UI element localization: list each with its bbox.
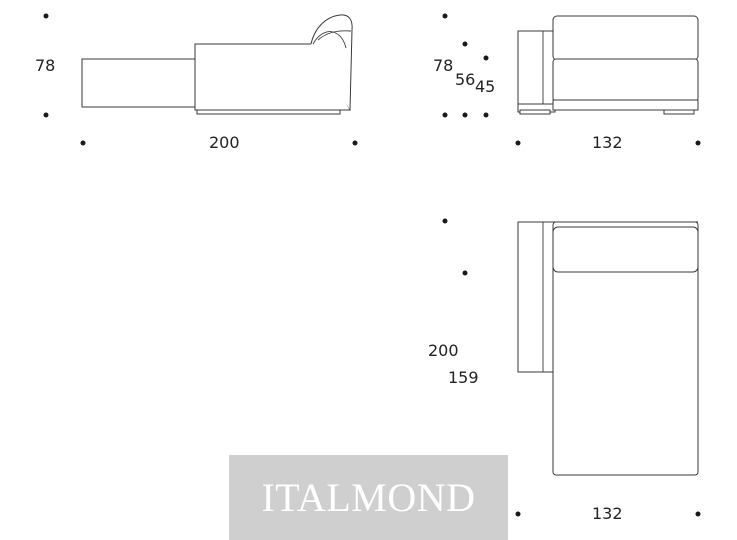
- dimension-dot: [483, 112, 489, 118]
- watermark-text: ITALMOND: [261, 475, 476, 520]
- side-view: 78 200: [35, 13, 358, 152]
- front-view: 78 56 45 132: [433, 13, 701, 152]
- top-view-sofa-outline: [517, 221, 699, 476]
- dimension-dot: [43, 112, 49, 118]
- front-arm-height-label: 45: [475, 77, 495, 96]
- front-height-label: 78: [433, 56, 453, 75]
- front-view-sofa-outline: [517, 15, 699, 115]
- side-height-label: 78: [35, 56, 55, 75]
- dimension-dot: [352, 140, 358, 146]
- side-view-sofa-outline: [81, 14, 353, 115]
- dimension-dot: [515, 511, 521, 517]
- front-seat-height-label: 56: [455, 70, 475, 89]
- dimension-dot: [80, 140, 86, 146]
- dimension-dot: [695, 511, 701, 517]
- top-width-label: 132: [592, 504, 623, 523]
- top-length-label: 200: [428, 341, 459, 360]
- dimension-dot: [43, 13, 49, 19]
- front-width-label: 132: [592, 133, 623, 152]
- top-seat-length-label: 159: [448, 368, 479, 387]
- side-width-label: 200: [209, 133, 240, 152]
- dimension-dot: [442, 13, 448, 19]
- dimension-dot: [462, 41, 468, 47]
- dimension-dot: [442, 218, 448, 224]
- top-view: 200 159 132: [428, 218, 701, 523]
- dimension-dot: [462, 270, 468, 276]
- watermark-logo: ITALMOND: [229, 455, 508, 540]
- dimension-dot: [462, 112, 468, 118]
- dimension-dot: [483, 55, 489, 61]
- dimension-dot: [442, 112, 448, 118]
- dimension-dot: [515, 140, 521, 146]
- dimension-dot: [695, 140, 701, 146]
